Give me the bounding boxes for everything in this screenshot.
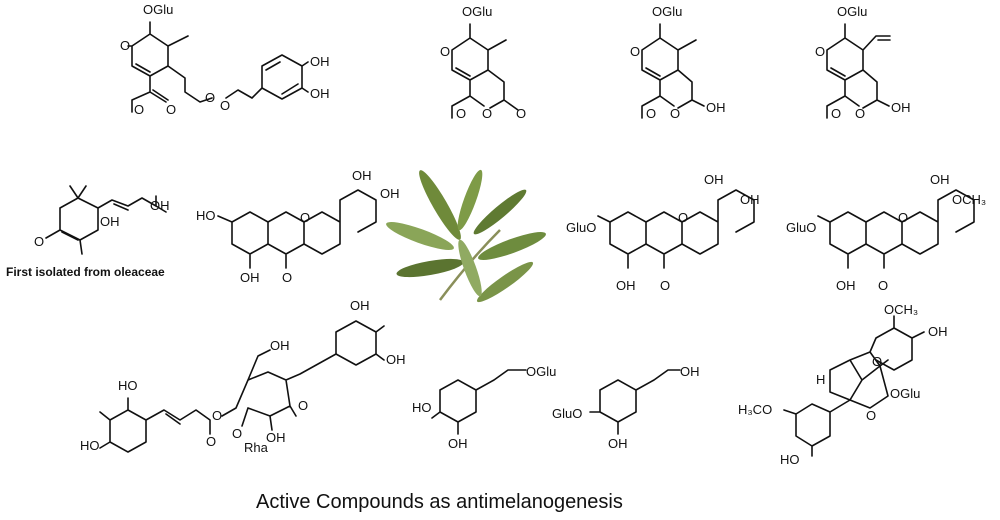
label-oh: OH: [270, 338, 290, 353]
compound-oleuropein: OGlu O O O O O OH OH: [120, 2, 330, 117]
label-ring-o: O: [440, 44, 450, 59]
label-ring-o: O: [898, 210, 908, 225]
label-oh: OH: [350, 298, 370, 313]
compound-lignan-glucoside: OCH₃ OH O O OGlu H H₃CO HO: [738, 302, 948, 467]
label-o: O: [34, 234, 44, 249]
compound-hydroxytyrosol-glucoside-isomer: OH GluO OH: [552, 364, 700, 451]
label-oh: OH: [680, 364, 700, 379]
figure-caption: Active Compounds as antimelanogenesis: [256, 491, 623, 513]
label-oh: OH: [266, 430, 286, 445]
label-oh: OH: [608, 436, 628, 451]
label-oh: OH: [891, 100, 911, 115]
label-ho: HO: [196, 208, 216, 223]
compound-elenolic-glucoside: OGlu O O O OH: [815, 4, 911, 121]
label-oglu: OGlu: [526, 364, 556, 379]
label-oh: OH: [928, 324, 948, 339]
olive-branch-image: [386, 169, 546, 303]
label-oh: OH: [310, 54, 330, 69]
label-oh: OH: [836, 278, 856, 293]
label-ho: HO: [780, 452, 800, 467]
label-ring-o: O: [300, 210, 310, 225]
label-gluo: GluO: [566, 220, 596, 235]
label-ring-o: O: [120, 38, 130, 53]
label-o: O: [482, 106, 492, 121]
compound-diosmetin-glucoside: GluO OH O O OH OCH₃: [786, 172, 986, 293]
label-h: H: [816, 372, 825, 387]
note-first-isolated: First isolated from oleaceae: [6, 265, 165, 279]
label-o: O: [298, 398, 308, 413]
label-o: O: [872, 354, 882, 369]
label-oh: OH: [310, 86, 330, 101]
label-o: O: [232, 426, 242, 441]
label-gluo: GluO: [552, 406, 582, 421]
label-oh: OH: [616, 278, 636, 293]
label-oh: OH: [100, 214, 120, 229]
label-ester-o: O: [134, 102, 144, 117]
label-ho: HO: [118, 378, 138, 393]
label-o: O: [282, 270, 292, 285]
label-oh: OH: [150, 198, 170, 213]
compound-verbascoside: HO HO O O OH OH O Rha O OH OH: [80, 298, 406, 455]
label-oh: OH: [706, 100, 726, 115]
label-o: O: [878, 278, 888, 293]
label-ho: HO: [412, 400, 432, 415]
label-och3: OCH₃: [884, 302, 918, 317]
label-o: O: [660, 278, 670, 293]
label-gluo: GluO: [786, 220, 816, 235]
compound-hydroxytyrosol-glucoside: OGlu HO OH: [412, 364, 556, 451]
label-o: O: [646, 106, 656, 121]
label-oh: OH: [386, 352, 406, 367]
label-o: O: [456, 106, 466, 121]
label-oh: OH: [352, 168, 372, 183]
label-o: O: [516, 106, 526, 121]
label-ring-o: O: [815, 44, 825, 59]
compound-luteolin: HO OH O O OH OH: [196, 168, 400, 285]
label-o: O: [212, 408, 222, 423]
label-ring-o: O: [678, 210, 688, 225]
label-oglu: OGlu: [837, 4, 867, 19]
label-ester-o: O: [205, 90, 215, 105]
label-o: O: [855, 106, 865, 121]
compound-luteolin-glucoside: GluO OH O O OH OH: [566, 172, 760, 293]
compound-oleoside-dimethyl-ester: OGlu O O O O: [440, 4, 526, 121]
label-ho: HO: [80, 438, 100, 453]
label-oglu: OGlu: [652, 4, 682, 19]
label-oglu: OGlu: [890, 386, 920, 401]
label-oglu: OGlu: [462, 4, 492, 19]
label-oh: OH: [930, 172, 950, 187]
label-oh: OH: [240, 270, 260, 285]
label-oh: OH: [740, 192, 760, 207]
compound-megastigmane: O OH OH First isolated from oleaceae: [6, 185, 170, 279]
label-ester-o: O: [220, 98, 230, 113]
label-oh: OH: [704, 172, 724, 187]
label-o: O: [670, 106, 680, 121]
label-oh: OH: [380, 186, 400, 201]
label-och3: OCH₃: [952, 192, 986, 207]
label-h3co: H₃CO: [738, 402, 772, 417]
label-oh: OH: [448, 436, 468, 451]
label-oglu: OGlu: [143, 2, 173, 17]
label-ring-o: O: [630, 44, 640, 59]
label-o: O: [831, 106, 841, 121]
label-rha: Rha: [244, 440, 269, 455]
label-carbonyl-o: O: [166, 102, 176, 117]
label-o: O: [206, 434, 216, 449]
compound-oleoside-methyl-ester: OGlu O O O OH: [630, 4, 726, 121]
label-o: O: [866, 408, 876, 423]
